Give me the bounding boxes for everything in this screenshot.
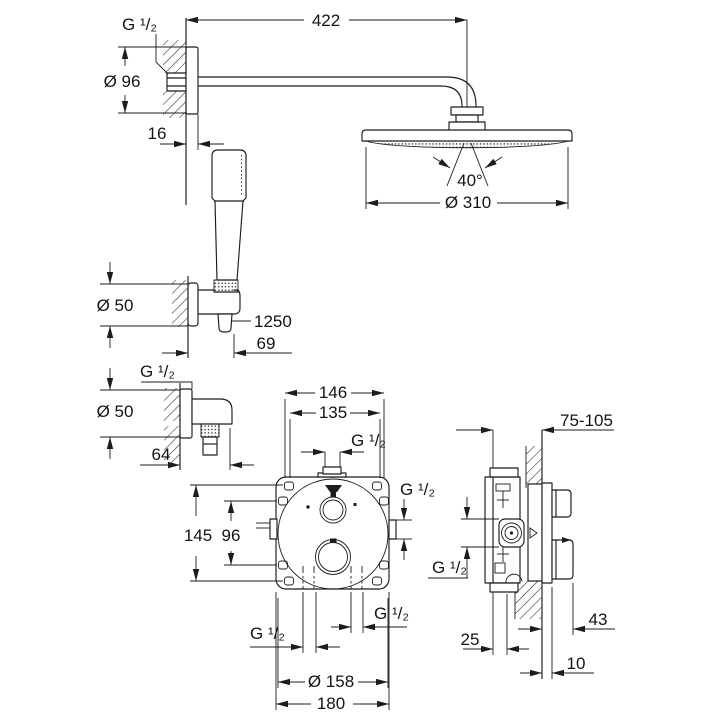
left-side-port (269, 518, 278, 540)
dim-outlet-projection: 64 (152, 445, 171, 464)
arm-escutcheon (185, 46, 199, 115)
index-dot (306, 505, 310, 509)
box-top-stub (489, 467, 519, 478)
safety-stop-stem (330, 492, 336, 497)
wall-hatching (163, 40, 186, 73)
index-dot (353, 503, 357, 506)
dim-box-depth-25: 25 (461, 630, 480, 649)
dim-head-diameter: Ø 310 (445, 193, 491, 212)
dim-valve-top-thread: G ¹/₂ (351, 431, 386, 450)
dim-hose-length: 1250 (254, 312, 292, 331)
dim-valve-plate-width: 180 (317, 694, 345, 713)
hand-shower-knurl (213, 279, 239, 293)
dim-arm-flange-diameter: Ø 96 (104, 72, 141, 91)
dim-valve-bottom-right-thread: G ¹/₂ (374, 604, 409, 623)
dim-side-inlet-thread: G ¹/₂ (432, 558, 467, 577)
outlet-elbow-view: G ¹/₂ Ø 50 64 (97, 362, 254, 470)
spray-angle-line (470, 142, 489, 187)
holder-body (197, 289, 241, 315)
screw-hole (284, 576, 294, 586)
outlet-arc (505, 573, 523, 584)
trim-plate (541, 482, 553, 584)
arm-connector-nut (450, 106, 484, 116)
elbow-knurl (200, 423, 220, 438)
dim-outlet-thread: G ¹/₂ (140, 362, 175, 381)
head-shower-view: 40° Ø 310 (361, 129, 573, 212)
dim-valve-side-thread: G ¹/₂ (400, 480, 435, 499)
arm-connector-collar (455, 114, 479, 123)
dim-arm-thread: G ¹/₂ (122, 15, 157, 34)
elbow-outlet-nipple (202, 436, 218, 456)
bottom-port-marks (302, 566, 363, 589)
screw-hole (372, 481, 382, 491)
arm-wall-fitting (166, 72, 187, 92)
plaster-level-marker (529, 527, 538, 539)
dim-install-depth-range: 75-105 (560, 411, 613, 430)
wall-hatching (164, 426, 180, 463)
elbow-escutcheon (179, 388, 193, 439)
spray-angle-line (446, 142, 465, 187)
valve-flange-circle (277, 478, 389, 590)
spray-face (365, 140, 569, 149)
dim-holder-diameter: Ø 50 (97, 296, 134, 315)
dim-outlet-diameter: Ø 50 (97, 402, 134, 421)
hose-connector (217, 313, 233, 333)
dim-valve-flange-diameter: Ø 158 (308, 672, 354, 691)
wall-hatching (172, 280, 188, 327)
dim-knob-projection: 43 (589, 610, 608, 629)
shower-arm-outline (198, 85, 463, 108)
dim-spray-angle: 40° (457, 171, 483, 190)
fixing-clip (494, 562, 506, 574)
volume-knob-side (551, 539, 574, 580)
safety-stop-marker (325, 485, 342, 492)
wall-hatching (164, 388, 180, 421)
holder-escutcheon (187, 282, 199, 327)
right-side-port (388, 519, 397, 540)
hand-shower-view: Ø 50 1250 69 (97, 149, 292, 358)
hand-shower-body (211, 149, 247, 281)
dim-hole-spacing-135: 135 (319, 403, 347, 422)
valve-front-view: G ¹/₂ 146 135 145 96 G ¹/₂ G ¹/₂ (184, 383, 435, 713)
valve-side-view: 75-105 G ¹/₂ 25 43 10 (428, 411, 615, 679)
screw-hole (379, 496, 389, 506)
dim-hole-spacing-145: 145 (184, 526, 212, 545)
screw-hole (284, 481, 294, 491)
screw-hole (278, 560, 288, 570)
head-shower-body (361, 129, 573, 142)
temperature-knob-side (551, 489, 572, 518)
volume-notch (330, 538, 337, 543)
knob-indicator-arrow (562, 537, 571, 543)
top-port-stub (322, 466, 342, 475)
dim-valve-bottom-left-thread: G ¹/₂ (250, 624, 285, 643)
screw-hole (379, 560, 389, 570)
elbow-body (191, 398, 233, 425)
temperature-control-inner (322, 499, 344, 521)
wall-hatching (526, 446, 542, 488)
screw-hole (372, 576, 382, 586)
screw-hole (278, 496, 288, 506)
shower-arm-view: 422 G ¹/₂ Ø 96 16 (104, 11, 486, 205)
dim-arm-flange-depth: 16 (148, 124, 167, 143)
dim-arm-length: 422 (312, 11, 340, 30)
wall-hatching (515, 580, 542, 619)
box-bottom-stub (489, 582, 519, 593)
wall-hatching (163, 90, 186, 118)
dim-trim-gap: 10 (567, 654, 586, 673)
dim-hole-spacing-96: 96 (222, 526, 241, 545)
dim-hole-spacing-146: 146 (319, 383, 347, 402)
shower-arm-outline (198, 76, 477, 108)
dim-holder-projection: 69 (257, 334, 276, 353)
